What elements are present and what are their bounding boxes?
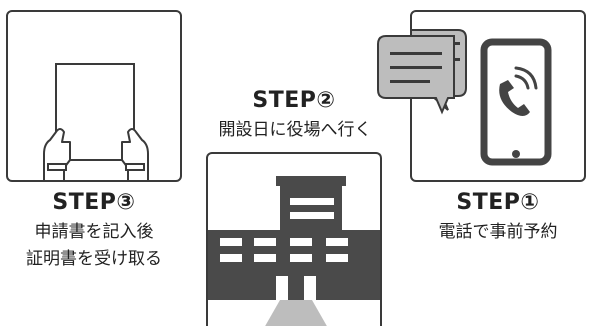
step3-illustration-panel	[6, 10, 182, 182]
step3-description-line1: 申請書を記入後	[34, 222, 154, 242]
step1-description: 電話で事前予約	[438, 222, 558, 242]
step1-title: STEP①	[456, 190, 540, 215]
step2-title: STEP②	[252, 88, 336, 113]
town-hall-icon	[208, 176, 380, 326]
step2-description: 開設日に役場へ行く	[218, 120, 372, 140]
step3-title: STEP③	[52, 190, 136, 215]
document-handover-icon	[43, 63, 149, 180]
speech-bubble-icon	[377, 35, 455, 115]
step3-description-line2: 証明書を受け取る	[26, 249, 162, 269]
step2-illustration-panel	[206, 152, 382, 326]
